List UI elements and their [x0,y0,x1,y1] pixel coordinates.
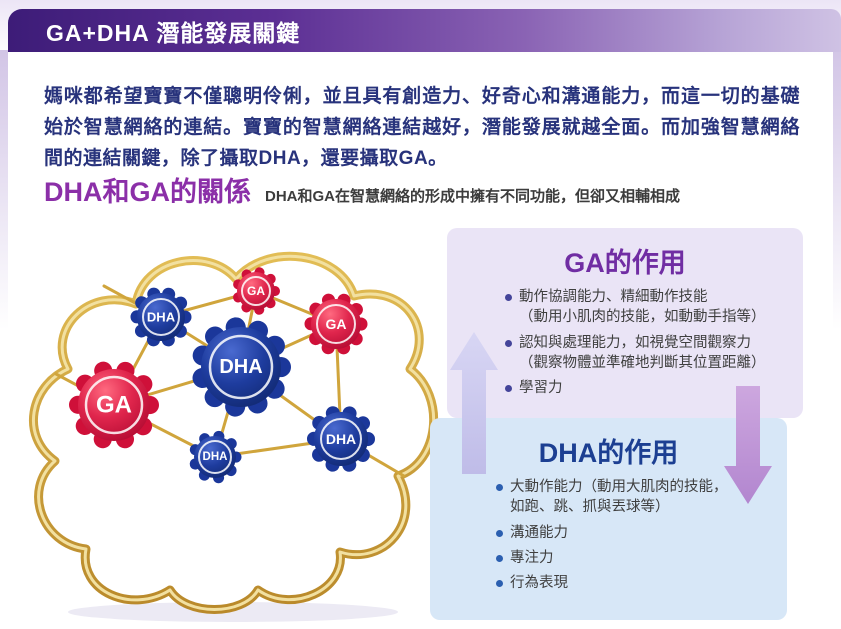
brain-network-diagram: DHA GA GA DHA GA DHA DHA [8,224,450,624]
node-ga-top: GA [232,267,280,315]
node-dha-center: DHA [191,317,291,417]
page-title: GA+DHA 潛能發展關鍵 [46,19,301,46]
dha-benefits-list: 大動作能力（動用大肌肉的技能， 如跑、跳、抓與丟球等） 溝通能力 專注力 行為表… [430,477,787,593]
node-dha-bottom-right: DHA [307,405,375,473]
cloud-shadow [68,602,398,622]
intro-paragraph: 媽咪都希望寶寶不僅聰明伶俐，並且具有創造力、好奇心和溝通能力，而這一切的基礎始於… [44,86,800,169]
dha-card-title: DHA的作用 [538,438,679,468]
brain-network-svg: DHA GA GA DHA GA DHA DHA [28,251,439,622]
node-label: DHA [219,356,262,378]
list-item: 行為表現 [496,573,773,593]
node-label: DHA [203,451,228,463]
node-dha-bottom: DHA [188,430,242,484]
up-arrow-icon [450,332,498,474]
list-item: 大動作能力（動用大肌肉的技能， 如跑、跳、抓與丟球等） [496,477,773,518]
node-dha-top-left: DHA [130,286,192,348]
ga-card-title: GA的作用 [564,248,686,278]
list-item: 學習力 [505,378,789,398]
node-label: GA [247,284,265,298]
node-ga-right: GA [304,292,368,356]
header-bar: GA+DHA 潛能發展關鍵 [8,9,841,52]
section-title: DHA和GA的關係 [44,177,251,207]
section-heading-row: DHA和GA的關係 DHA和GA在智慧網絡的形成中擁有不同功能，但卻又相輔相成 [44,170,680,209]
list-item: 專注力 [496,548,773,568]
dha-benefits-card: DHA的作用 大動作能力（動用大肌肉的技能， 如跑、跳、抓與丟球等） 溝通能力 … [430,418,787,620]
list-item: 動作協調能力、精細動作技能 （動用小肌肉的技能，如動動手指等） [505,287,789,328]
node-ga-left: GA [69,360,159,450]
left-edge-gradient [0,50,8,330]
node-label: GA [96,392,132,419]
ga-benefits-list: 動作協調能力、精細動作技能 （動用小肌肉的技能，如動動手指等） 認知與處理能力，… [447,287,803,398]
section-subtitle: DHA和GA在智慧網絡的形成中擁有不同功能，但卻又相輔相成 [265,188,681,205]
node-label: GA [326,316,347,332]
list-item: 認知與處理能力，如視覺空間觀察力 （觀察物體並準確地判斷其位置距離） [505,333,789,374]
node-label: DHA [326,431,356,447]
node-label: DHA [147,310,176,325]
down-arrow-icon [724,386,772,504]
right-edge-gradient [833,50,841,330]
list-item: 溝通能力 [496,523,773,543]
